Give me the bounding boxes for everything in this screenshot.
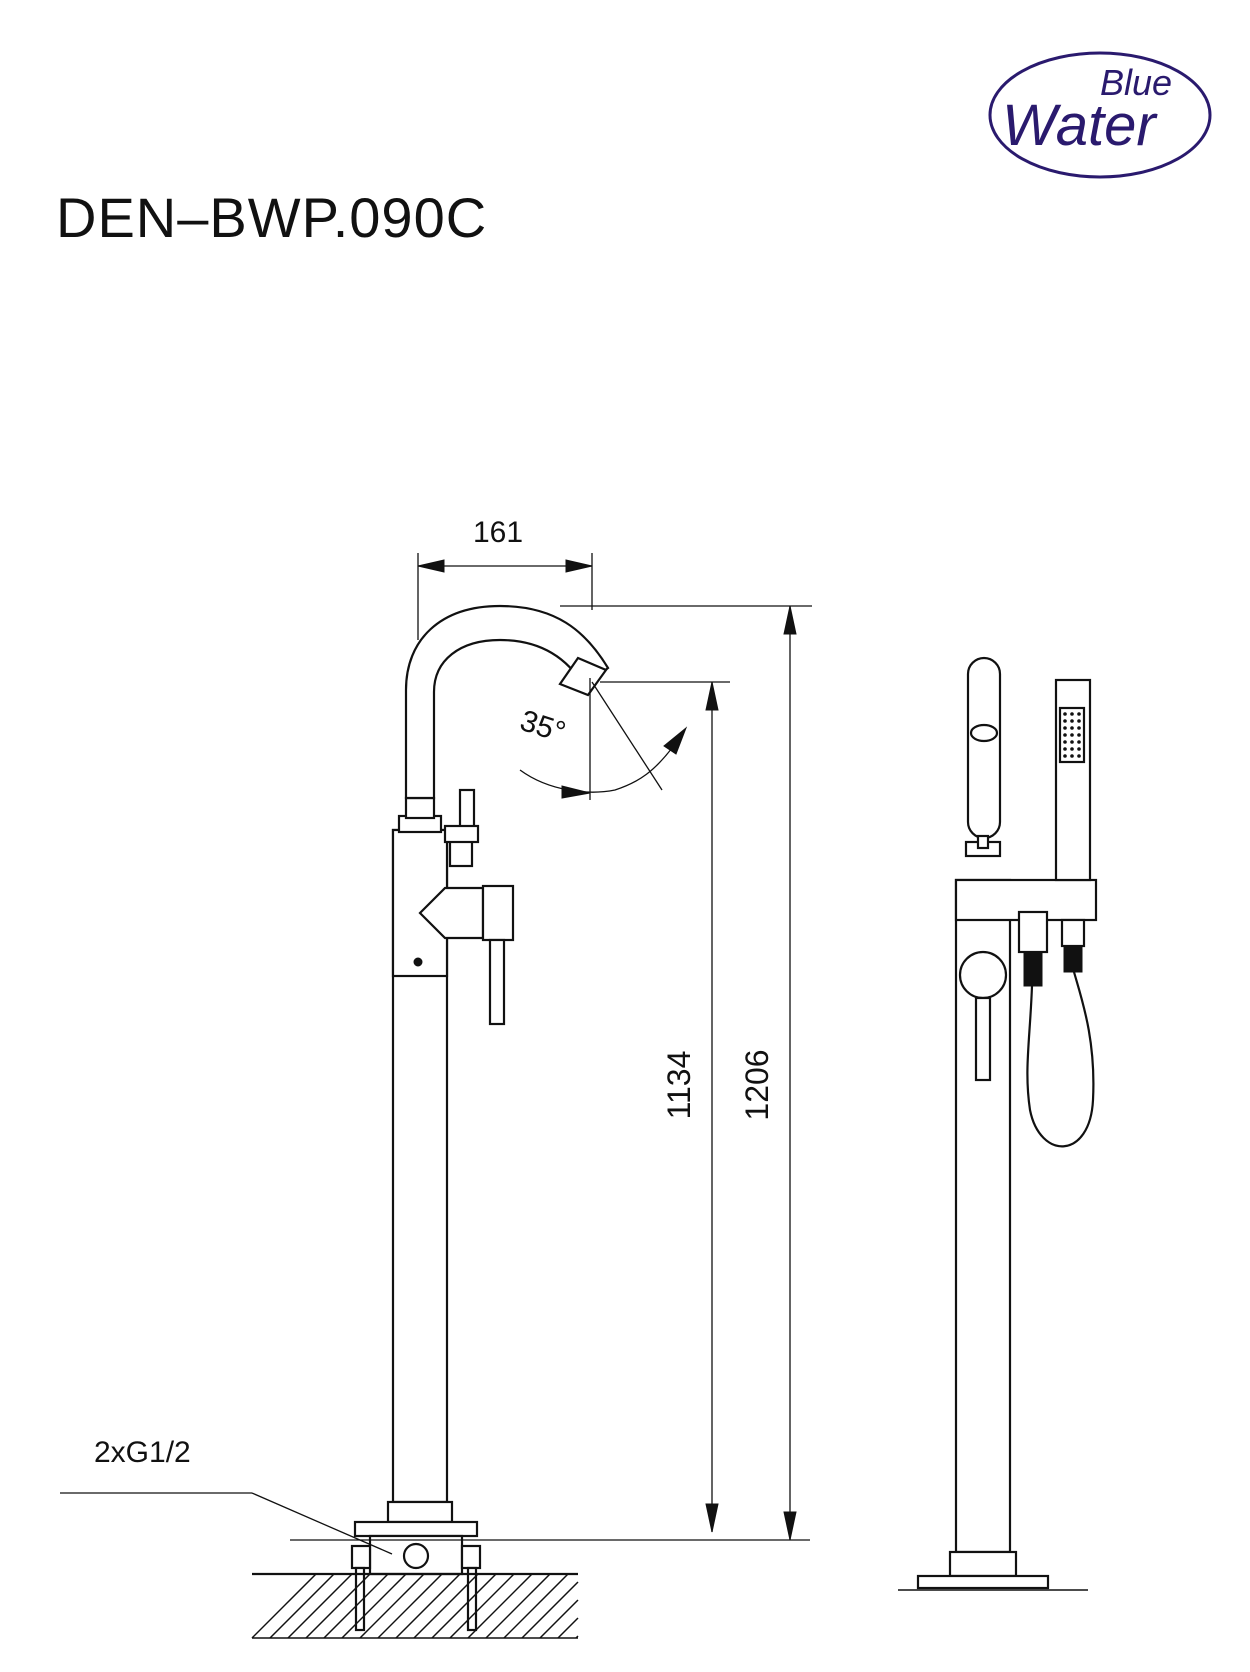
dimension-spout-height: 1134 bbox=[600, 681, 730, 1533]
base-collar bbox=[386, 1500, 454, 1524]
hatch-line bbox=[305, 1573, 371, 1639]
logo-word-water: Water bbox=[1002, 93, 1158, 158]
nozzle-dot bbox=[1070, 740, 1074, 744]
nozzle-dot bbox=[1077, 726, 1081, 730]
spout-reach-value: 161 bbox=[473, 516, 523, 549]
side-view bbox=[898, 656, 1098, 1591]
swivel-angle-value: 35° bbox=[516, 704, 569, 749]
hatch-line bbox=[287, 1573, 353, 1639]
spout-nut bbox=[404, 796, 436, 820]
hatch-line bbox=[377, 1573, 443, 1639]
hose-connector-body bbox=[1017, 910, 1049, 954]
nozzle-dot bbox=[1077, 712, 1081, 716]
nozzle-dot bbox=[1070, 712, 1074, 716]
nozzle-dot bbox=[1077, 747, 1081, 751]
floor-hatching bbox=[251, 1573, 579, 1639]
side-diverter-stem bbox=[976, 834, 990, 850]
diverter-stem bbox=[458, 788, 476, 832]
nozzle-dot bbox=[1063, 747, 1067, 751]
hatch-line bbox=[431, 1573, 497, 1639]
floor-flange bbox=[353, 1520, 479, 1538]
side-mixer-lever bbox=[974, 996, 992, 1082]
logo-word-blue: Blue bbox=[1100, 62, 1172, 103]
nozzle-dot bbox=[1063, 719, 1067, 723]
nozzle-dot bbox=[1063, 733, 1067, 737]
nozzle-dot bbox=[1063, 754, 1067, 758]
nozzle-dot bbox=[1070, 719, 1074, 723]
nozzle-dot bbox=[1070, 733, 1074, 737]
hatch-line bbox=[503, 1573, 569, 1639]
logo-ellipse bbox=[988, 51, 1212, 179]
hatch-line bbox=[395, 1573, 461, 1639]
dimension-spout-reach: 161 bbox=[417, 516, 593, 640]
hatch-line bbox=[539, 1599, 579, 1639]
nozzle-dot bbox=[1077, 719, 1081, 723]
mixer-lever bbox=[488, 938, 506, 1026]
hatch-line bbox=[557, 1617, 579, 1639]
hatch-line bbox=[251, 1573, 317, 1639]
nozzle-dot bbox=[1077, 740, 1081, 744]
mixer-handle-base bbox=[481, 884, 515, 942]
side-base-collar bbox=[948, 1550, 1018, 1578]
shower-hose bbox=[1026, 971, 1095, 1148]
nozzle-dot bbox=[1063, 740, 1067, 744]
valve-nut-right bbox=[460, 1544, 482, 1570]
hatch-line bbox=[269, 1573, 335, 1639]
nozzle-dot bbox=[1077, 733, 1081, 737]
side-mixer-knob bbox=[958, 950, 1008, 1000]
nozzle-dot bbox=[1070, 754, 1074, 758]
hatch-line bbox=[485, 1573, 551, 1639]
spout-height-value: 1134 bbox=[661, 1051, 697, 1120]
product-code-title: DEN–BWP.090C bbox=[56, 186, 487, 249]
hatch-line bbox=[341, 1573, 407, 1639]
gooseneck-spout bbox=[404, 604, 610, 800]
dimension-total-height: 1206 bbox=[290, 605, 812, 1541]
side-floor-flange bbox=[916, 1574, 1050, 1590]
side-spout bbox=[966, 656, 1002, 840]
inlet-callout: 2xG1/2 bbox=[60, 1436, 393, 1555]
hatch-line bbox=[521, 1581, 579, 1639]
inlet-label: 2xG1/2 bbox=[94, 1436, 191, 1469]
brand-logo: Blue Water bbox=[988, 51, 1212, 179]
nozzle-dot bbox=[1063, 726, 1067, 730]
hatch-line bbox=[413, 1573, 479, 1639]
hatch-line bbox=[449, 1573, 515, 1639]
side-spout-aerator bbox=[969, 723, 999, 743]
shower-connector-body bbox=[1060, 918, 1086, 948]
shower-connector-grip bbox=[1063, 945, 1083, 973]
nozzle-dot bbox=[1077, 754, 1081, 758]
shower-nozzles bbox=[1063, 712, 1081, 758]
inlet-port bbox=[402, 1542, 430, 1570]
total-height-value: 1206 bbox=[739, 1049, 775, 1120]
hatch-line bbox=[359, 1573, 425, 1639]
nozzle-dot bbox=[1070, 726, 1074, 730]
diverter-cap bbox=[443, 824, 480, 844]
front-view bbox=[251, 604, 610, 1639]
hose-connector-grip bbox=[1023, 951, 1043, 987]
hatch-line bbox=[323, 1573, 389, 1639]
nozzle-dot bbox=[1063, 712, 1067, 716]
valve-nut-left bbox=[350, 1544, 372, 1570]
dimension-swivel-angle: 35° bbox=[516, 678, 688, 800]
hatch-line bbox=[467, 1573, 533, 1639]
column-screw bbox=[413, 957, 423, 967]
nozzle-dot bbox=[1070, 747, 1074, 751]
